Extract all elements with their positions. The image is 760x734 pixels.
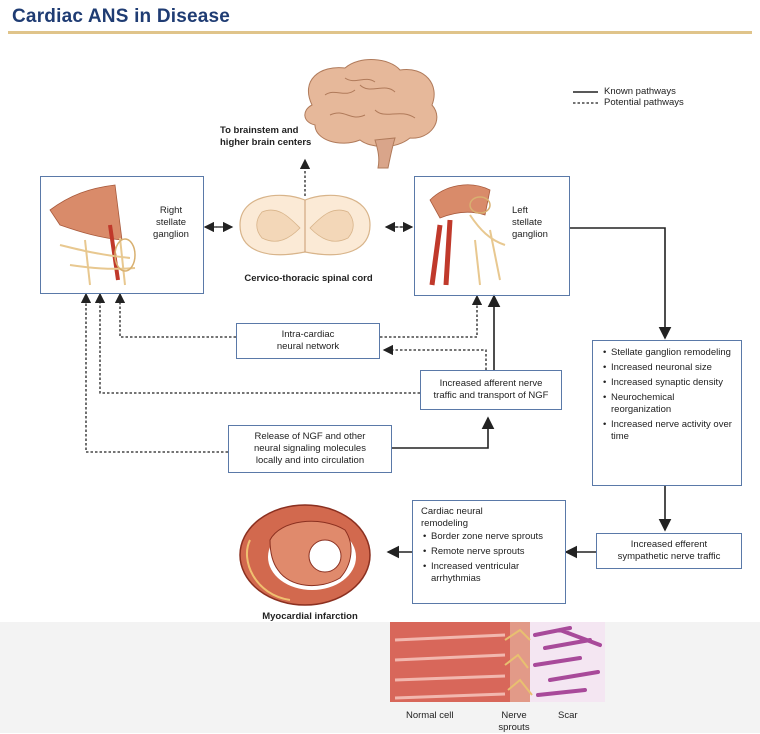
ngf-release-box: Release of NGF and other neural signalin…	[228, 425, 392, 473]
efferent-traffic-box: Increased efferent sympathetic nerve tra…	[596, 533, 742, 569]
tissue-illustration	[390, 622, 605, 702]
stellate-remodeling-item: Stellate ganglion remodeling	[611, 347, 735, 359]
afferent-traffic-box: Increased afferent nerve traffic and tra…	[420, 370, 562, 410]
stellate-remodeling-item: Neurochemical reorganization	[611, 392, 735, 416]
normal-cell-label: Normal cell	[406, 710, 454, 722]
cardiac-remodeling-item: Border zone nerve sprouts	[431, 531, 559, 543]
legend-potential: Potential pathways	[604, 97, 684, 109]
stellate-remodeling-item: Increased synaptic density	[611, 377, 735, 389]
cardiac-remodeling-box: Cardiac neural remodeling Border zone ne…	[412, 500, 566, 604]
heart-illustration	[240, 505, 370, 605]
left-stellate-label: Left stellate ganglion	[512, 205, 562, 241]
brain-label: To brainstem and higher brain centers	[220, 125, 330, 149]
stellate-remodeling-item: Increased neuronal size	[611, 362, 735, 374]
cardiac-remodeling-list: Border zone nerve sproutsRemote nerve sp…	[421, 531, 559, 585]
spinal-cord-label: Cervico-thoracic spinal cord	[226, 273, 391, 285]
spinal-cord-illustration	[240, 195, 370, 254]
stellate-remodeling-item: Increased nerve activity over time	[611, 419, 735, 443]
nerve-sprouts-label: Nerve sprouts	[494, 710, 534, 734]
scar-label: Scar	[558, 710, 578, 722]
right-stellate-label: Right stellate ganglion	[146, 205, 196, 241]
brain-illustration	[305, 60, 437, 168]
stellate-remodeling-list: Stellate ganglion remodelingIncreased ne…	[601, 347, 735, 443]
myocardial-infarction-label: Myocardial infarction	[240, 611, 380, 623]
stellate-remodeling-box: Stellate ganglion remodelingIncreased ne…	[592, 340, 742, 486]
cardiac-remodeling-item: Increased ventricular arrhythmias	[431, 561, 559, 585]
intracardiac-network-box: Intra-cardiac neural network	[236, 323, 380, 359]
cardiac-remodeling-item: Remote nerve sprouts	[431, 546, 559, 558]
